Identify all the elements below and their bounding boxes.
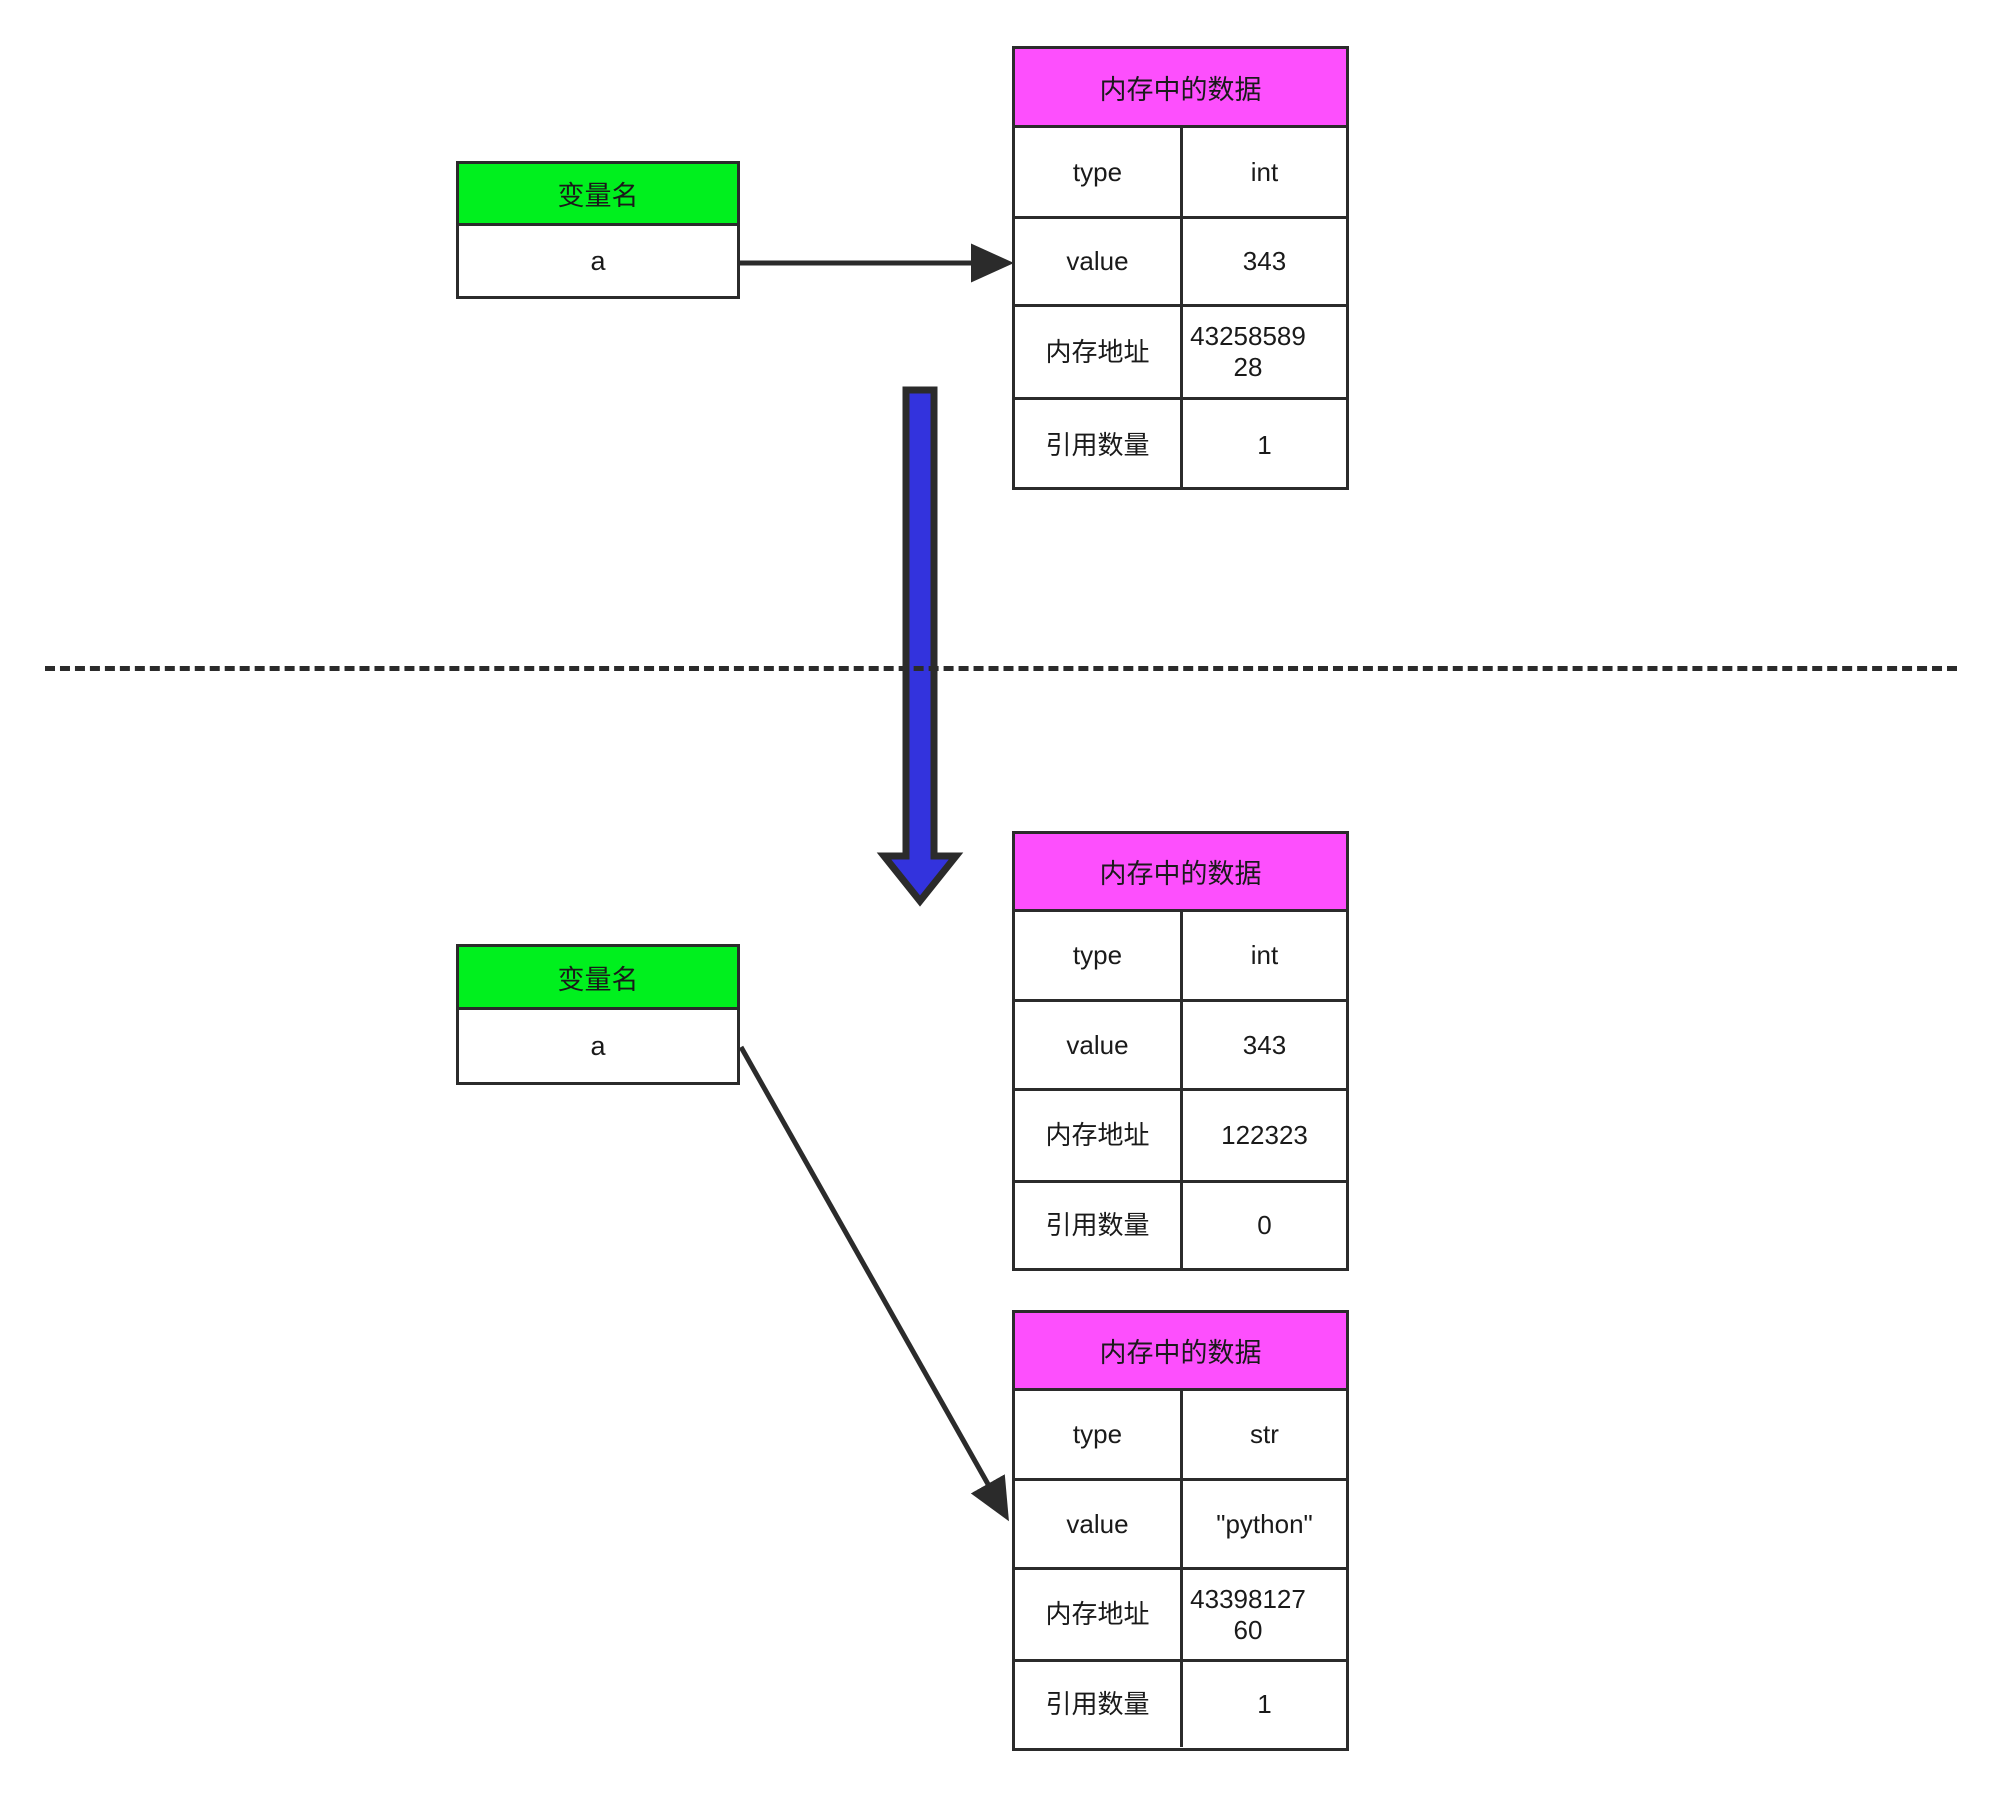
memory-table-top-key-refcount: 引用数量 [1015,400,1183,490]
variable-box-top: 变量名 a [456,161,740,299]
table-row: type str [1015,1391,1346,1481]
memory-table-bottom-old-key-address: 内存地址 [1015,1091,1183,1180]
memory-table-bottom-old-key-value-label: value [1066,1029,1129,1060]
memory-table-bottom-old-value-type-label: int [1250,940,1279,971]
variable-box-top-header-label: 变量名 [557,181,639,211]
memory-table-bottom-new-key-address: 内存地址 [1015,1570,1183,1659]
memory-table-top-value-type-label: int [1250,156,1279,187]
memory-table-bottom-old-header: 内存中的数据 [1015,834,1346,912]
memory-table-top-value-address: 4325858928 [1183,307,1313,397]
memory-table-bottom-old-key-refcount-label: 引用数量 [1045,1210,1150,1241]
memory-table-bottom-new-key-type-label: type [1072,1419,1123,1450]
memory-table-bottom-old-header-label: 内存中的数据 [1099,859,1262,889]
memory-table-top-key-value-label: value [1066,246,1129,277]
table-row: type int [1015,128,1346,219]
dashed-separator [45,666,1957,671]
variable-box-top-value-label: a [590,245,606,276]
table-row: value "python" [1015,1481,1346,1570]
memory-table-bottom-old-value-value: 343 [1183,1002,1346,1088]
memory-table-top-value-type: int [1183,128,1346,216]
memory-table-top-key-refcount-label: 引用数量 [1045,429,1150,460]
memory-table-bottom-old-key-value: value [1015,1002,1183,1088]
table-row: 引用数量 1 [1015,400,1346,490]
memory-table-bottom-old-key-refcount: 引用数量 [1015,1183,1183,1268]
memory-table-top-key-type-label: type [1072,156,1123,187]
table-row: type int [1015,912,1346,1002]
memory-table-bottom-old-value-refcount-label: 0 [1257,1210,1272,1241]
memory-table-top: 内存中的数据 type int value 343 内存地址 432585892… [1012,46,1349,490]
memory-table-top-key-address: 内存地址 [1015,307,1183,397]
memory-table-top-header: 内存中的数据 [1015,49,1346,128]
memory-table-bottom-new-key-refcount: 引用数量 [1015,1662,1183,1747]
memory-table-bottom-old: 内存中的数据 type int value 343 内存地址 122323 [1012,831,1349,1271]
memory-table-bottom-new-value-type-label: str [1250,1419,1279,1450]
memory-table-top-key-type: type [1015,128,1183,216]
variable-box-top-value: a [459,226,737,296]
memory-table-top-key-address-label: 内存地址 [1045,336,1150,367]
memory-table-bottom-old-key-type-label: type [1072,940,1123,971]
variable-box-bottom-header: 变量名 [459,947,737,1010]
memory-table-top-value-value: 343 [1183,219,1346,304]
memory-table-top-key-value: value [1015,219,1183,304]
memory-table-bottom-new-value-refcount: 1 [1183,1662,1346,1747]
memory-table-bottom-new-value-address-label: 4339812760 [1190,1583,1306,1645]
variable-box-bottom: 变量名 a [456,944,740,1085]
memory-table-bottom-new-key-value-label: value [1066,1508,1129,1539]
memory-table-bottom-new-value-value: "python" [1183,1481,1346,1567]
variable-box-bottom-header-label: 变量名 [557,964,639,995]
memory-table-bottom-new-key-refcount-label: 引用数量 [1045,1689,1150,1720]
table-row: 内存地址 4325858928 [1015,307,1346,400]
variable-box-bottom-value-label: a [590,1030,606,1061]
arrow-variable-to-memory-bottom [738,1045,1009,1522]
memory-table-bottom-new: 内存中的数据 type str value "python" 内存地址 4339… [1012,1310,1349,1751]
memory-table-bottom-old-value-refcount: 0 [1183,1183,1346,1268]
memory-table-top-value-value-label: 343 [1242,246,1287,277]
memory-table-bottom-old-value-address-label: 122323 [1221,1120,1308,1151]
memory-table-bottom-new-header: 内存中的数据 [1015,1313,1346,1391]
memory-table-bottom-old-value-address: 122323 [1183,1091,1346,1180]
memory-table-bottom-new-key-address-label: 内存地址 [1045,1599,1150,1630]
memory-table-bottom-new-key-type: type [1015,1391,1183,1478]
memory-table-bottom-new-header-label: 内存中的数据 [1099,1338,1262,1368]
memory-table-bottom-old-value-type: int [1183,912,1346,999]
memory-table-bottom-old-key-address-label: 内存地址 [1045,1120,1150,1151]
table-row: 内存地址 122323 [1015,1091,1346,1183]
memory-table-bottom-old-value-value-label: 343 [1242,1029,1287,1060]
memory-table-bottom-new-value-address: 4339812760 [1183,1570,1313,1659]
memory-table-bottom-new-key-value: value [1015,1481,1183,1567]
memory-table-bottom-old-key-type: type [1015,912,1183,999]
memory-table-top-value-address-label: 4325858928 [1190,321,1306,382]
memory-table-top-header-label: 内存中的数据 [1099,74,1262,105]
memory-table-bottom-new-value-value-label: "python" [1216,1508,1313,1539]
memory-table-top-value-refcount: 1 [1183,400,1346,490]
block-arrow-down-icon [876,386,964,907]
table-row: 内存地址 4339812760 [1015,1570,1346,1662]
table-row: value 343 [1015,1002,1346,1091]
table-row: 引用数量 0 [1015,1183,1346,1268]
table-row: 引用数量 1 [1015,1662,1346,1747]
memory-table-bottom-new-value-refcount-label: 1 [1257,1689,1272,1720]
variable-box-bottom-value: a [459,1010,737,1082]
variable-box-top-header: 变量名 [459,164,737,226]
table-row: value 343 [1015,219,1346,307]
memory-table-top-value-refcount-label: 1 [1257,429,1272,460]
memory-table-bottom-new-value-type: str [1183,1391,1346,1478]
